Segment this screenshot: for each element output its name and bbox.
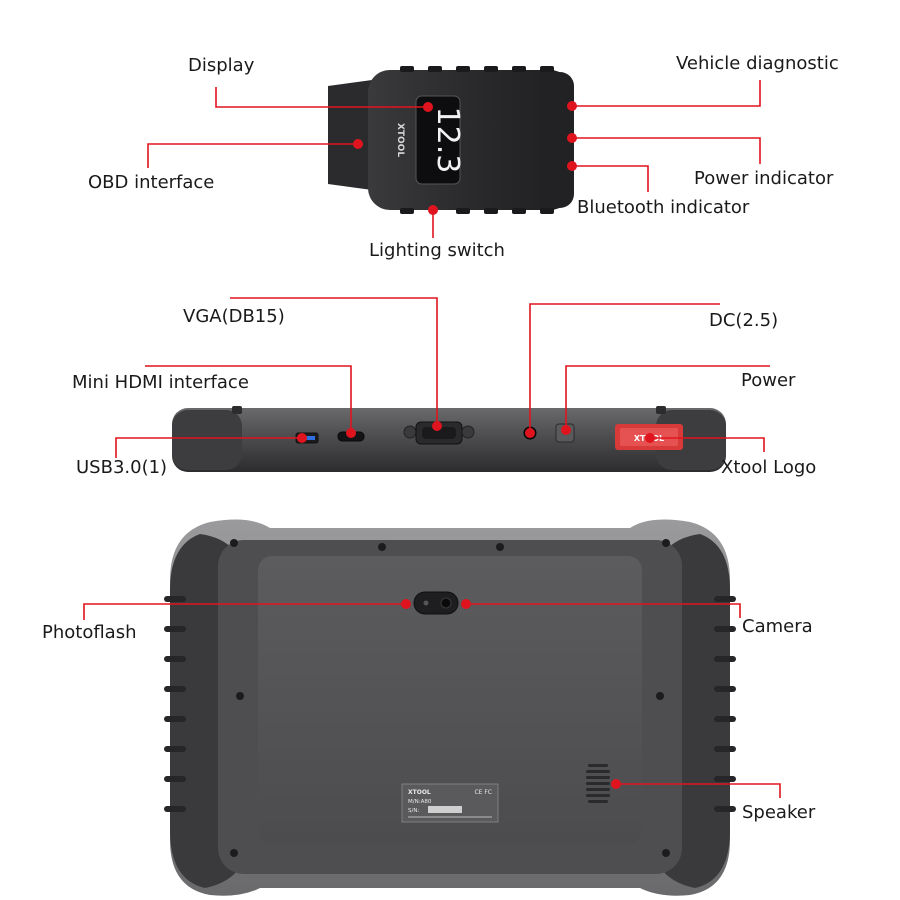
callout-vehicle-diagnostic <box>572 80 761 107</box>
label-xtool-logo: Xtool Logo <box>721 457 817 478</box>
vci-brand-text: XTOOL <box>395 123 405 157</box>
vci-dongle: 12.3 XTOOL <box>328 66 574 214</box>
callout-power-indicator <box>572 137 761 164</box>
obd-plug <box>328 80 372 190</box>
callout-photoflash <box>83 603 406 620</box>
nameplate-barcode <box>428 806 462 813</box>
label-power-indicator: Power indicator <box>694 168 834 189</box>
label-bluetooth-indicator: Bluetooth indicator <box>577 197 750 218</box>
callout-display <box>215 87 428 108</box>
nameplate-brand: XTOOL <box>408 789 431 796</box>
label-usb: USB3.0(1) <box>76 457 168 478</box>
callout-speaker <box>616 783 781 798</box>
nameplate-marks: CE FC <box>474 789 492 796</box>
label-photoflash: Photoflash <box>42 622 137 643</box>
label-vehicle-diagnostic: Vehicle diagnostic <box>676 53 839 74</box>
callout-camera <box>466 603 741 618</box>
vci-display <box>415 95 461 185</box>
label-lighting-switch: Lighting switch <box>369 240 505 261</box>
callout-dots <box>297 101 655 789</box>
back-panel-inner <box>258 556 642 844</box>
callout-power <box>565 365 770 430</box>
tablet-top-edge: XTOOL <box>172 406 726 472</box>
vci-display-text: 12.3 <box>430 107 465 174</box>
flash-led <box>423 600 429 606</box>
nameplate-model: M/N:A80 <box>408 799 432 805</box>
nameplate-serial: S/N: <box>408 808 419 814</box>
callout-obd <box>147 143 358 168</box>
callout-usb <box>115 437 302 458</box>
callout-dc <box>529 303 720 433</box>
tablet-back: XTOOL CE FC M/N:A80 S/N: <box>164 519 736 896</box>
camera-lens <box>440 597 452 609</box>
speaker-grille <box>586 764 610 803</box>
label-mini-hdmi: Mini HDMI interface <box>72 372 249 393</box>
label-vga: VGA(DB15) <box>183 306 285 327</box>
callout-vga <box>230 297 438 426</box>
nameplate <box>401 783 499 823</box>
callout-xtool-logo <box>650 437 765 452</box>
callout-bluetooth-indicator <box>572 165 649 192</box>
camera-module <box>413 591 459 615</box>
label-obd-interface: OBD interface <box>88 172 215 193</box>
label-camera: Camera <box>742 616 813 637</box>
label-display: Display <box>188 55 255 76</box>
callout-mini-hdmi <box>145 365 352 433</box>
label-speaker: Speaker <box>742 802 816 823</box>
label-power: Power <box>741 370 796 391</box>
label-dc: DC(2.5) <box>709 310 779 331</box>
callout-lines <box>83 80 781 798</box>
